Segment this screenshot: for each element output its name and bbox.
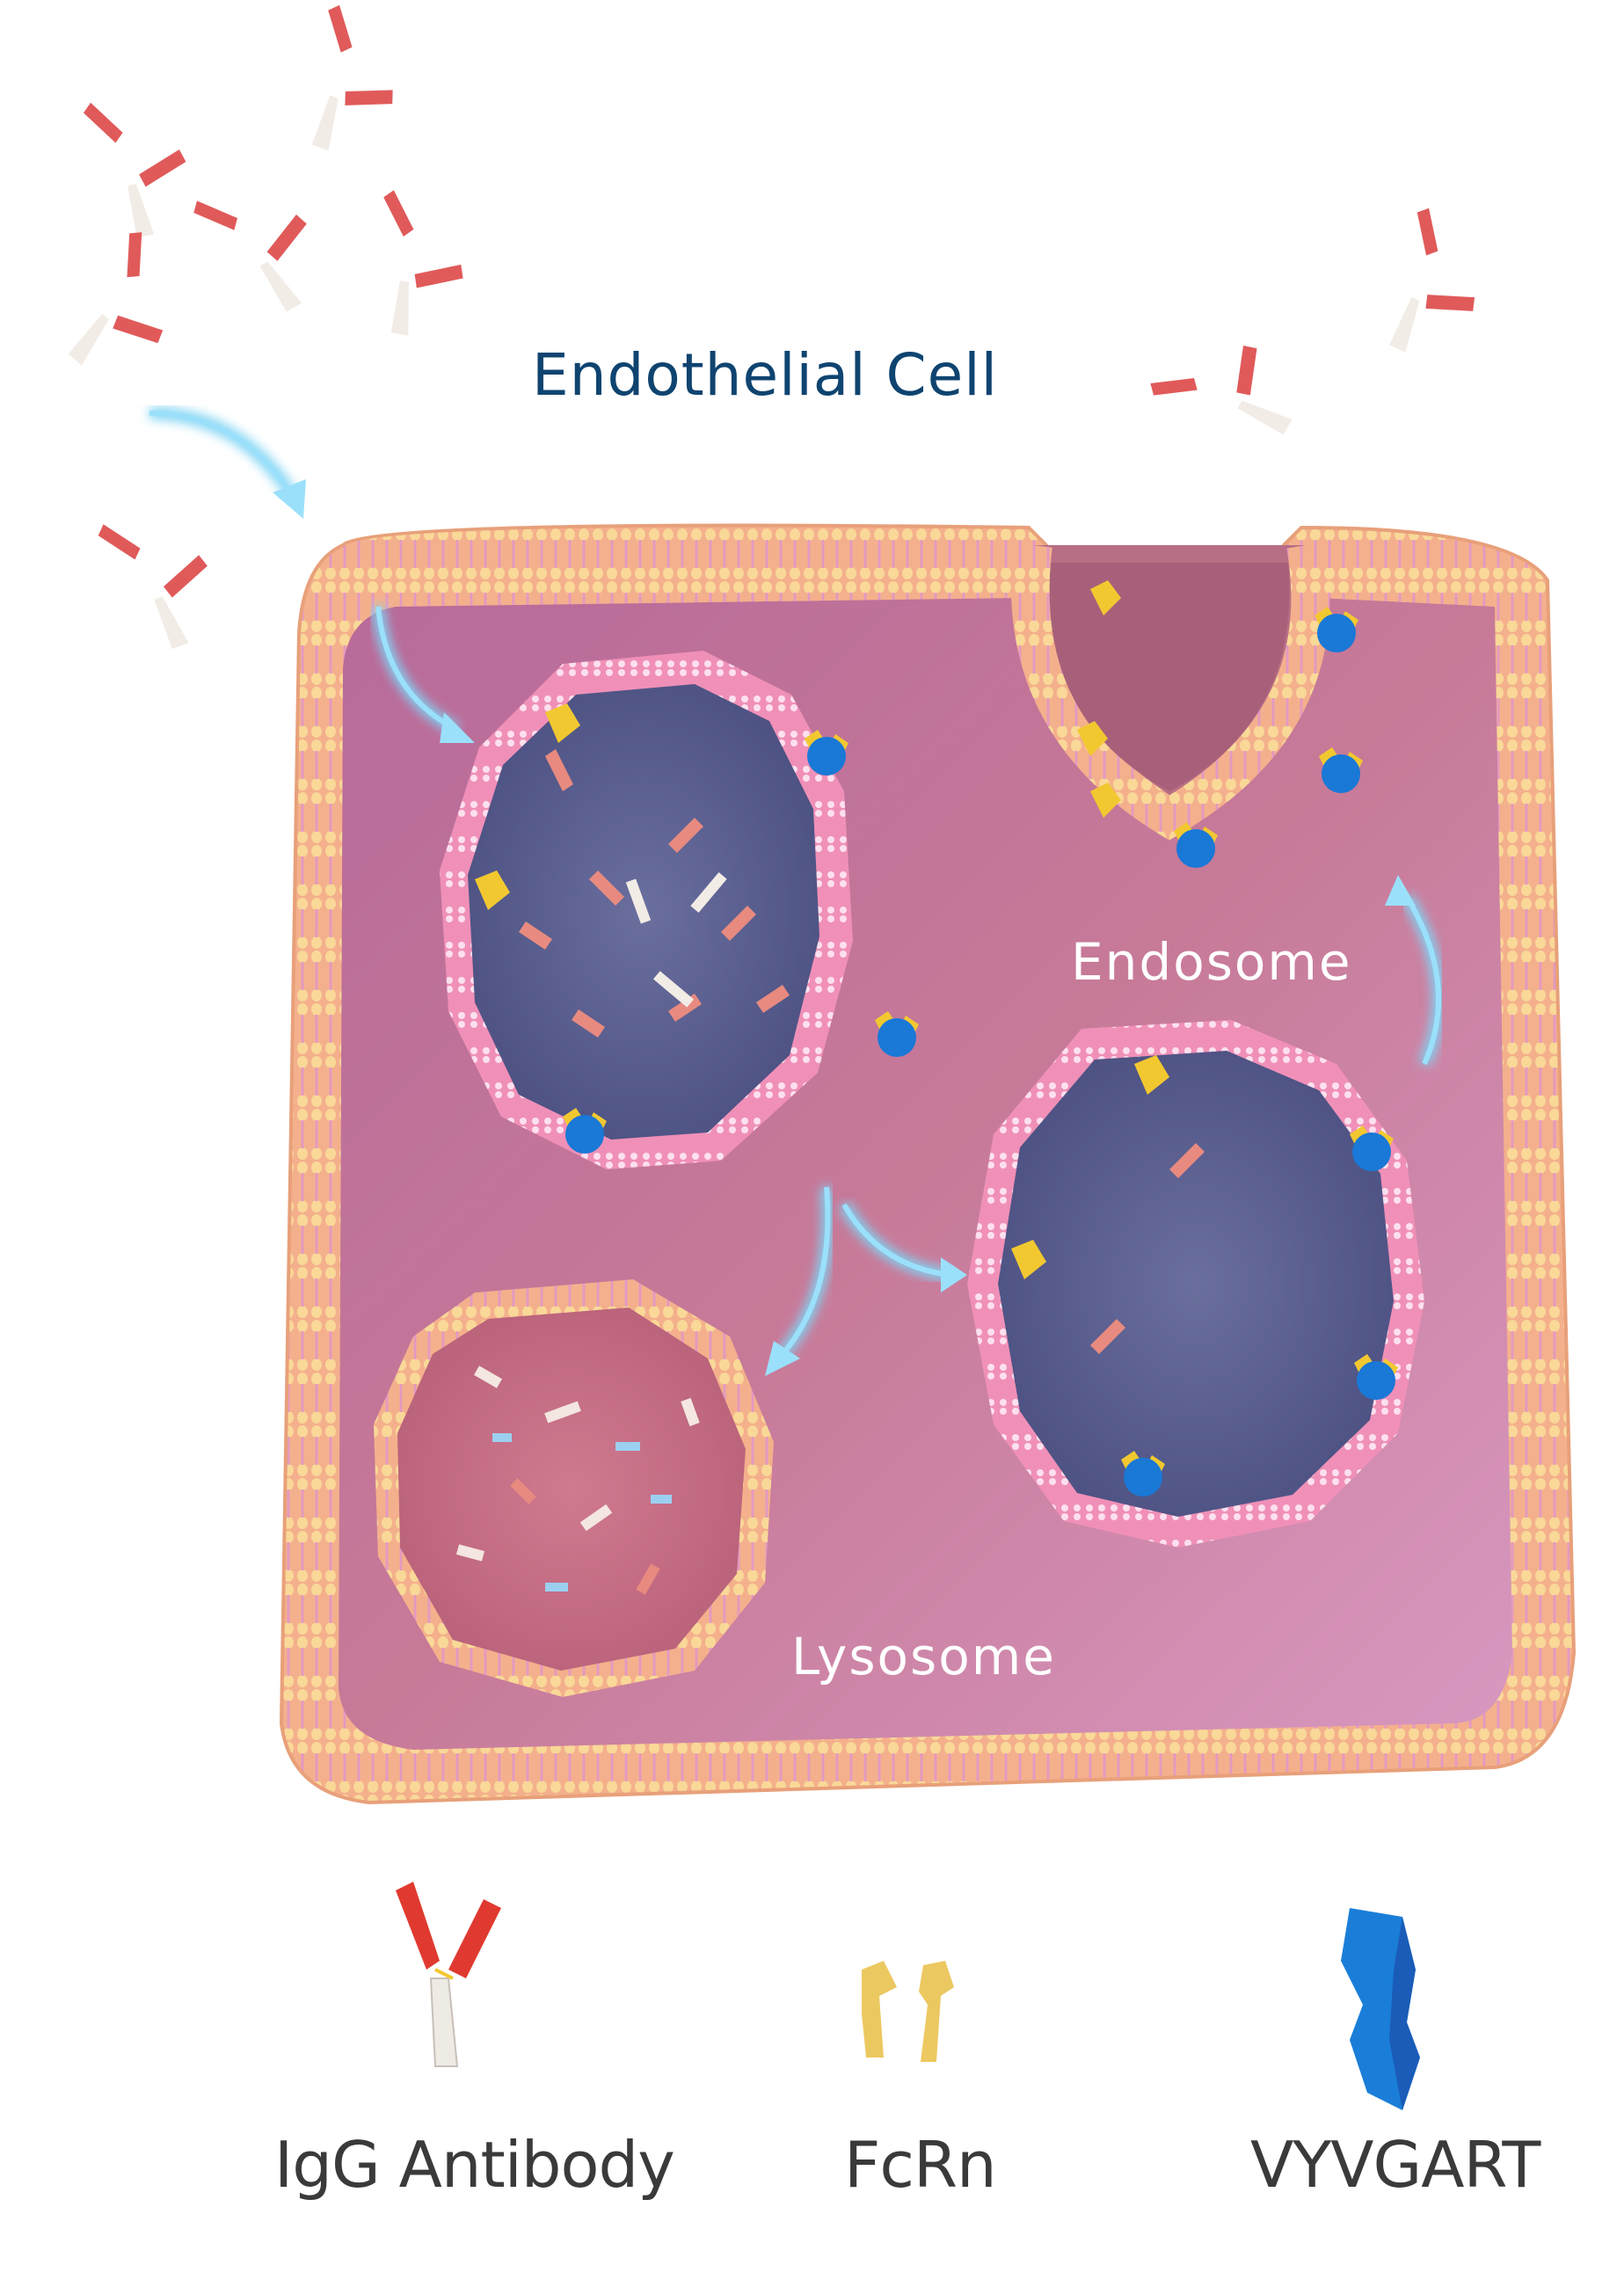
degraded-antibody-fragments bbox=[455, 1366, 700, 1595]
arrow-to-endosome-icon bbox=[372, 606, 475, 743]
endosome-igg-antibodies bbox=[519, 749, 1205, 1354]
fcrn-vyvgart-complexes bbox=[475, 580, 1398, 1497]
endosome-label: Endosome bbox=[1071, 932, 1352, 992]
arrow-recycle-icon bbox=[838, 1201, 967, 1293]
vyvgart-molecule-icon bbox=[1341, 1908, 1420, 2110]
free-igg-antibodies bbox=[68, 4, 1475, 650]
diagram-title: Endothelial Cell bbox=[532, 341, 998, 409]
fcrn-receptor-icon bbox=[862, 1961, 954, 2062]
igg-antibody-icon bbox=[396, 1882, 501, 2067]
forming-endosome bbox=[1011, 542, 1330, 841]
arrow-exocytosis-icon bbox=[1385, 875, 1445, 1067]
legend-label-fcrn: FcRn bbox=[844, 2128, 997, 2202]
transport-arrows bbox=[149, 407, 1445, 1376]
lysosome-label: Lysosome bbox=[791, 1627, 1056, 1686]
arrow-to-lysosome-icon bbox=[765, 1186, 834, 1376]
lysosome-vesicle bbox=[374, 1279, 774, 1697]
legend-label-vyvgart: VYVGART bbox=[1250, 2128, 1540, 2202]
legend-label-igg: IgG Antibody bbox=[274, 2128, 675, 2202]
arrow-into-cell-icon bbox=[149, 407, 306, 519]
endosome-vesicle-2 bbox=[967, 1020, 1424, 1548]
